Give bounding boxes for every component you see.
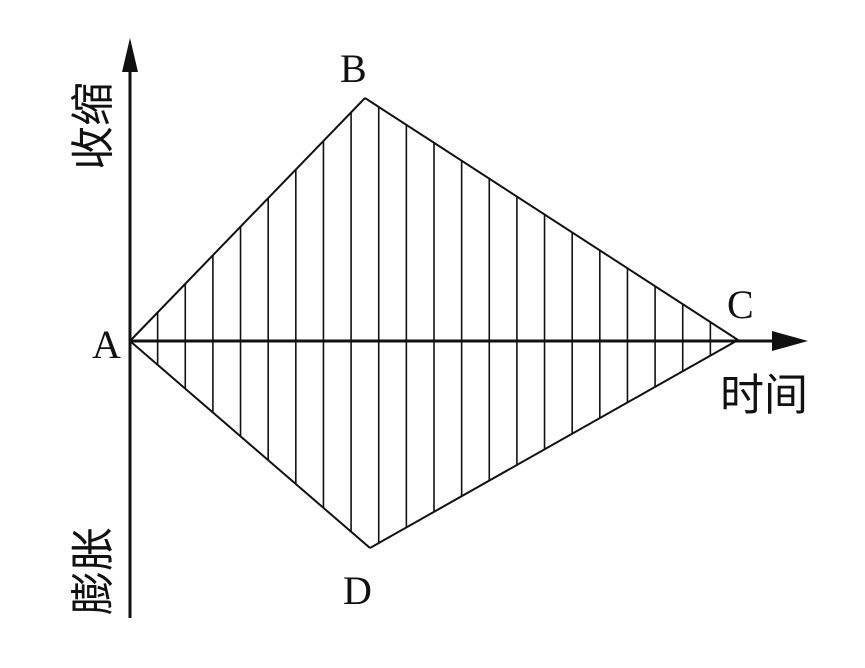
point-label-c: C <box>727 282 754 327</box>
point-label-d: D <box>343 568 372 613</box>
time-axis-arrow <box>772 331 808 351</box>
axis-label-expand: 膨胀 <box>68 527 119 615</box>
vertical-axis-arrow <box>122 38 138 72</box>
point-label-b: B <box>340 46 367 91</box>
edge-cd <box>369 339 739 549</box>
edge-ab <box>129 97 366 342</box>
point-label-a: A <box>92 322 121 367</box>
edge-da <box>129 340 371 549</box>
axis-label-shrink: 收缩 <box>68 82 119 170</box>
axis-label-time: 时间 <box>720 370 808 421</box>
hatch-fill <box>156 98 712 548</box>
edge-bc <box>364 97 739 341</box>
